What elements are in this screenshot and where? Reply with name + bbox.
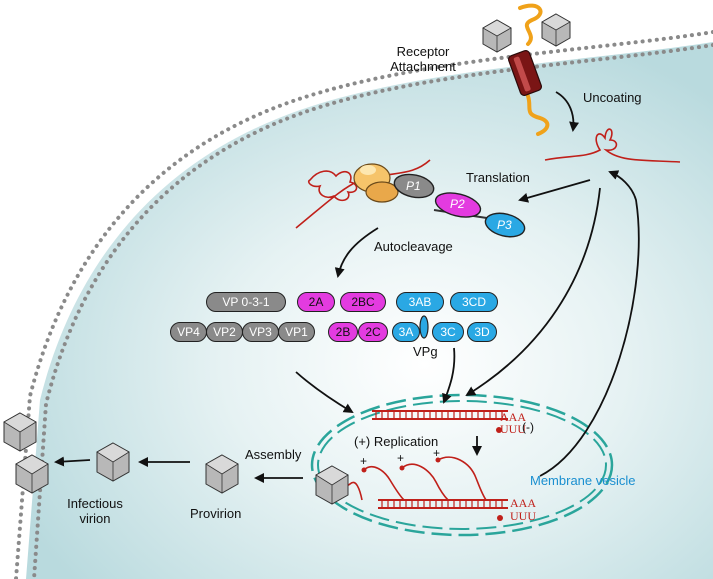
released-virion-icon: [15, 454, 49, 494]
virion-icon: [541, 13, 571, 47]
cell-membrane-inner: [32, 43, 713, 579]
polyprotein-p2: [434, 192, 482, 218]
arrow-structural-to-vesicle: [295, 371, 354, 414]
protein-vp3: VP3: [242, 322, 279, 342]
virion-icon: [482, 19, 512, 53]
plus-strand-mark: +: [360, 454, 368, 468]
plus-strand-mark: +: [433, 446, 441, 460]
label-provirion: Provirion: [190, 506, 242, 521]
receptor-icon: [518, 3, 550, 136]
poly-a-tail-label: AAA: [510, 496, 536, 510]
arrow-rna-to-vesicle: [465, 187, 601, 397]
provirion-icon: [205, 454, 239, 494]
poly-u-label: UUU: [500, 422, 526, 436]
polyprotein-p1: [393, 173, 435, 199]
protein-3a: 3A: [392, 322, 420, 342]
protein-vp4: VP4: [170, 322, 207, 342]
protein-3cd: 3CD: [450, 292, 498, 312]
poly-u-label: UUU: [510, 509, 536, 523]
infectious-virion-icon: [96, 442, 130, 482]
protein-vp1: VP1: [278, 322, 315, 342]
membrane-vesicle-inner: [317, 400, 607, 530]
protein-2a: 2A: [297, 292, 335, 312]
replication-intermediate: [361, 456, 508, 521]
protein-2b: 2B: [328, 322, 358, 342]
label-membrane-vesicle: Membrane vesicle: [530, 473, 636, 488]
label-infectious-virion: Infectious virion: [67, 496, 123, 526]
polyprotein-label: P3: [497, 218, 512, 232]
protein-vp0-3-1: VP 0-3-1: [206, 292, 286, 312]
plus-strand-mark: +: [397, 451, 405, 465]
arrow-vpg-to-vesicle: [442, 347, 456, 404]
protein-3d: 3D: [467, 322, 497, 342]
label-translation: Translation: [466, 170, 530, 185]
minus-strand-label: (-): [522, 420, 534, 434]
protein-3ab: 3AB: [396, 292, 444, 312]
label-vpg: VPg: [413, 344, 438, 359]
label-uncoating: Uncoating: [583, 90, 642, 105]
released-virion-icon: [3, 412, 37, 452]
label-replication: (+) Replication: [354, 434, 439, 449]
protein-2c: 2C: [358, 322, 388, 342]
protein-3c: 3C: [432, 322, 464, 342]
cell-membrane-outer: [14, 30, 713, 579]
arrow-autocleavage: [334, 227, 379, 278]
protein-2bc: 2BC: [340, 292, 386, 312]
membrane-vesicle: [310, 393, 614, 537]
label-autocleavage: Autocleavage: [374, 239, 453, 254]
polyprotein-label: P2: [450, 197, 465, 211]
poly-a-tail-label: AAA: [500, 410, 526, 424]
label-assembly: Assembly: [245, 447, 302, 462]
arrow-translation: [518, 179, 591, 203]
assembling-virion-icon: [315, 465, 349, 505]
polyprotein-label: P1: [406, 179, 421, 193]
polyprotein-p3: [484, 212, 526, 238]
ribosome-icon: [353, 163, 399, 203]
arrow-recycle-rna: [539, 170, 640, 477]
protein-vp2: VP2: [206, 322, 243, 342]
arrow-uncoating: [555, 91, 580, 132]
viral-rna-strand: [544, 128, 681, 163]
arrow-release: [54, 456, 91, 467]
vpg-icon: [419, 315, 429, 339]
minus-strand-rna: [372, 410, 508, 433]
label-receptor-attachment: Receptor Attachment: [390, 44, 456, 74]
polyprotein: [393, 173, 526, 238]
